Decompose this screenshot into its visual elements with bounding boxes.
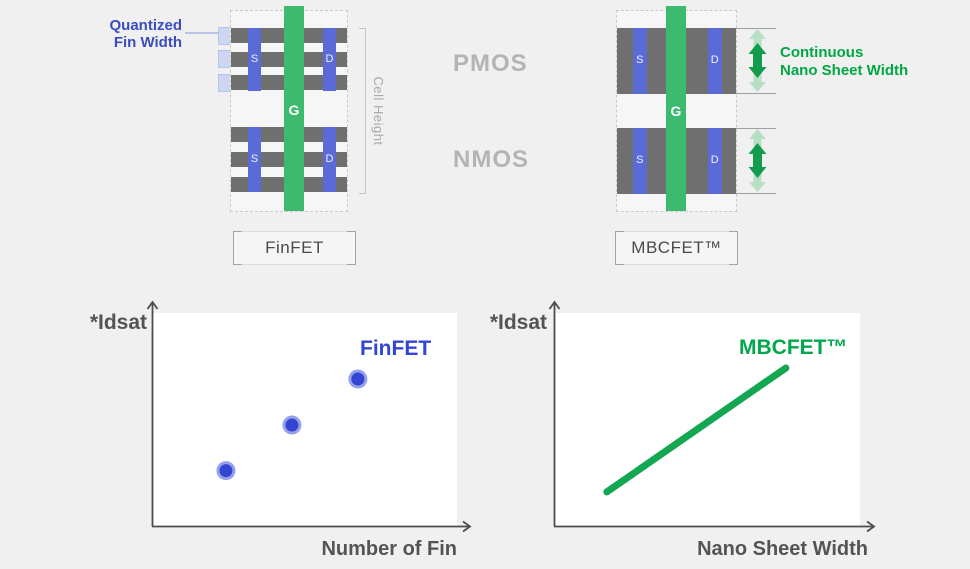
mbcfet-nmos-source-bar: S — [633, 128, 647, 194]
double-arrow-icon — [748, 29, 767, 92]
cell-height-bracket — [359, 28, 366, 194]
finfet-caption-box: FinFET — [233, 231, 356, 265]
mbcfet-caption-box: MBCFET™ — [615, 231, 738, 265]
mbcfet-chart-ylabel: *Idsat — [489, 311, 547, 334]
source-letter: S — [250, 53, 259, 65]
continuous-nano-sheet-width-label: Continuous Nano Sheet Width — [780, 44, 940, 80]
source-letter: S — [250, 152, 259, 165]
source-letter: S — [636, 54, 644, 66]
quantized-fin-width-line1: Quantized — [109, 17, 182, 34]
finfet-chart-legend: FinFET — [360, 337, 432, 360]
mbcfet-gate-bar: G — [666, 6, 686, 211]
nmos-label: NMOS — [453, 146, 529, 173]
mbcfet-chart-legend: MBCFET™ — [739, 336, 848, 359]
finfet-chart-ylabel: *Idsat — [89, 311, 147, 334]
cell-height-label: Cell Height — [371, 76, 386, 146]
finfet-chart-plot-area — [153, 313, 457, 526]
sheet-extent-line — [736, 193, 776, 194]
double-arrow-icon — [748, 129, 767, 192]
mbcfet-pmos-source-bar: S — [633, 28, 647, 94]
source-letter: S — [636, 154, 644, 166]
mbcfet-chart-data — [603, 364, 790, 496]
finfet-pmos-source-bar: S — [248, 28, 261, 91]
finfet-chart-axes — [146, 300, 472, 533]
drain-letter: D — [710, 54, 719, 66]
continuous-label-line2: Nano Sheet Width — [780, 62, 909, 79]
drain-letter: D — [325, 53, 334, 65]
mbcfet-pmos-drain-bar: D — [708, 28, 722, 94]
mbcfet-chart-axes — [548, 300, 876, 533]
annotation-connector-line — [185, 32, 218, 34]
finfet-nmos-drain-bar: D — [323, 126, 336, 192]
finfet-gate-bar: G — [284, 6, 304, 211]
gate-letter: G — [288, 102, 300, 118]
sheet-extent-line — [736, 128, 776, 129]
quantized-fin-width-label: Quantized Fin Width — [96, 17, 182, 51]
pmos-label: PMOS — [453, 50, 528, 77]
finfet-nmos-source-bar: S — [248, 126, 261, 192]
finfet-caption: FinFET — [265, 238, 324, 257]
finfet-chart-xlabel: Number of Fin — [321, 538, 457, 560]
sheet-extent-line — [736, 28, 776, 29]
sheet-extent-line — [736, 93, 776, 94]
drain-letter: D — [710, 154, 719, 166]
finfet-chart-data — [216, 369, 368, 481]
mbcfet-chart-xlabel: Nano Sheet Width — [697, 538, 868, 560]
quantized-fin-width-line2: Fin Width — [113, 34, 182, 51]
mbcfet-caption: MBCFET™ — [631, 238, 722, 257]
mbcfet-nmos-drain-bar: D — [708, 128, 722, 194]
finfet-pmos-drain-bar: D — [323, 28, 336, 91]
drain-letter: D — [325, 152, 334, 165]
continuous-label-line1: Continuous — [780, 44, 864, 61]
gate-letter: G — [670, 103, 682, 119]
